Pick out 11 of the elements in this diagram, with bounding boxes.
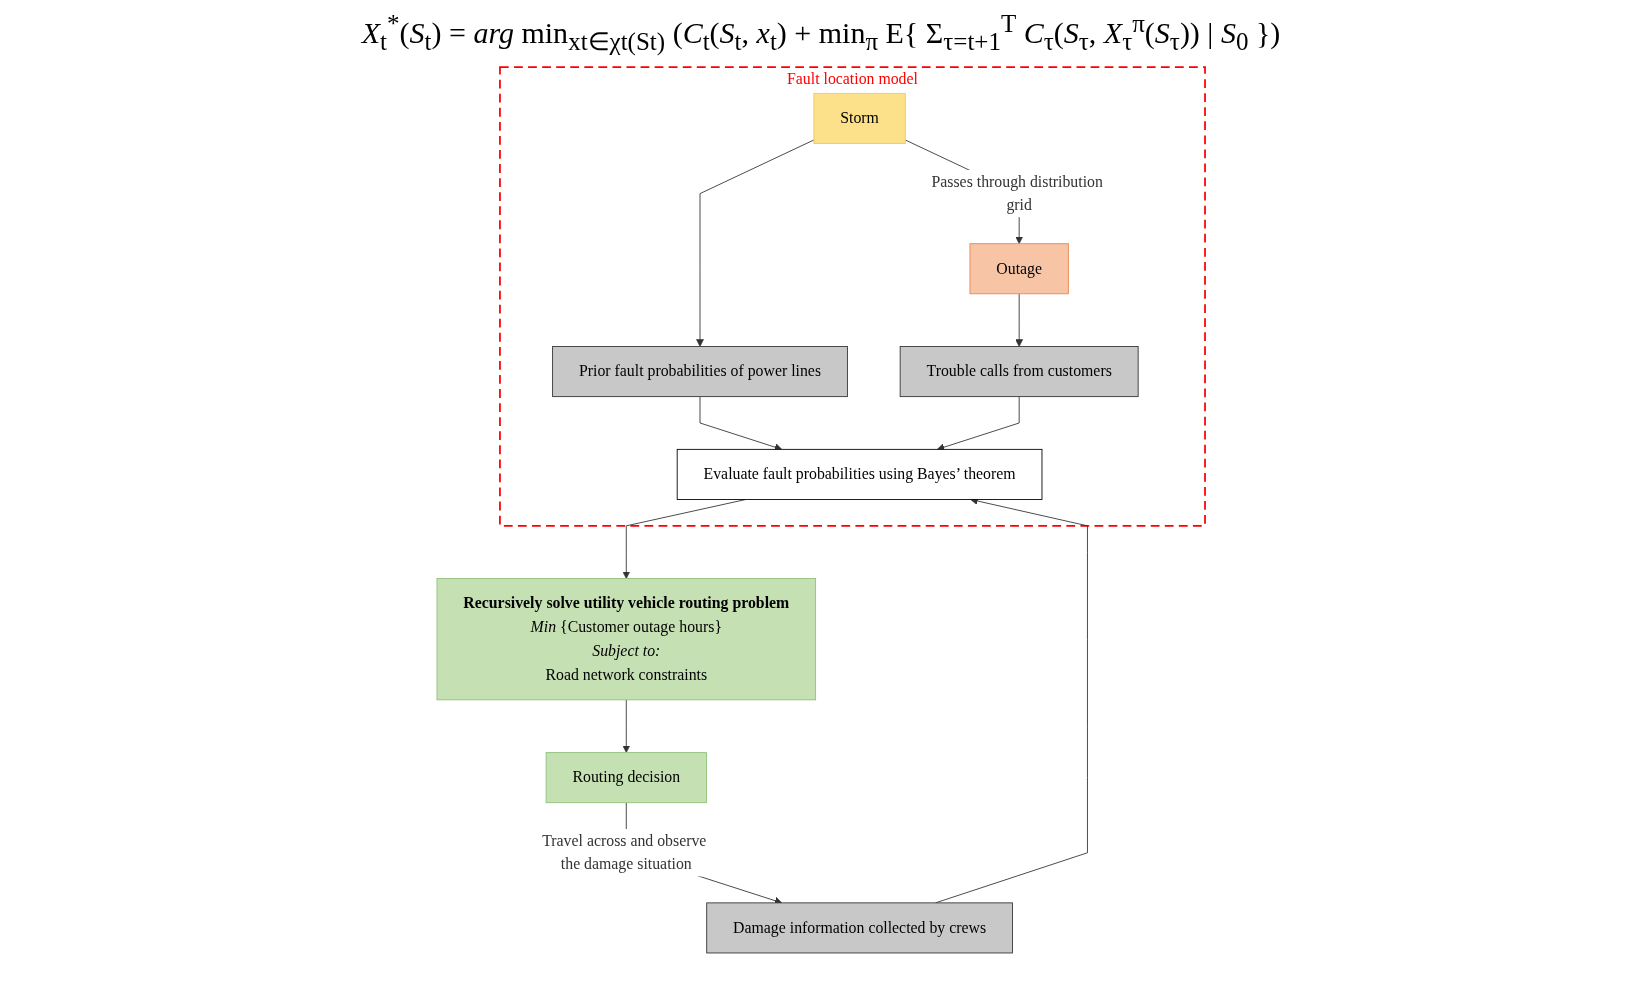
- node-box: Damage information collected by crews: [706, 902, 1013, 954]
- edge-label: Travel across and observe the damage situation: [542, 831, 707, 873]
- node-box: Trouble calls from customers: [899, 346, 1139, 398]
- node-box: Recursively solve utility vehicle routing problem Min {Customer outage hours} Subject to: Road network constraints: [436, 578, 817, 701]
- node-box: Prior fault probabilities of power lines: [552, 346, 848, 398]
- node-box: Outage: [969, 243, 1069, 295]
- formula-text: X$_{t}$$^{*}$(S$_{t}$) = arg min$_{xt∈χt(St)}$ (C$_{t}$(S$_{t}$, x$_{t}$) + min$_{π}$ E{ Σ$_{τ=t+1}$$^{T}$ C$_{τ}$(S$_{τ}$, X$_{τ}$$^{π}$(S$_{τ}$)) | S$_{0}$ }): [361, 10, 1281, 56]
- node-box: Routing decision: [545, 752, 707, 804]
- node-box: Evaluate fault probabilities using Bayes’ theorem: [676, 448, 1043, 500]
- node-box: Storm: [813, 92, 906, 144]
- edge-label: Passes through distribution grid: [931, 172, 1103, 214]
